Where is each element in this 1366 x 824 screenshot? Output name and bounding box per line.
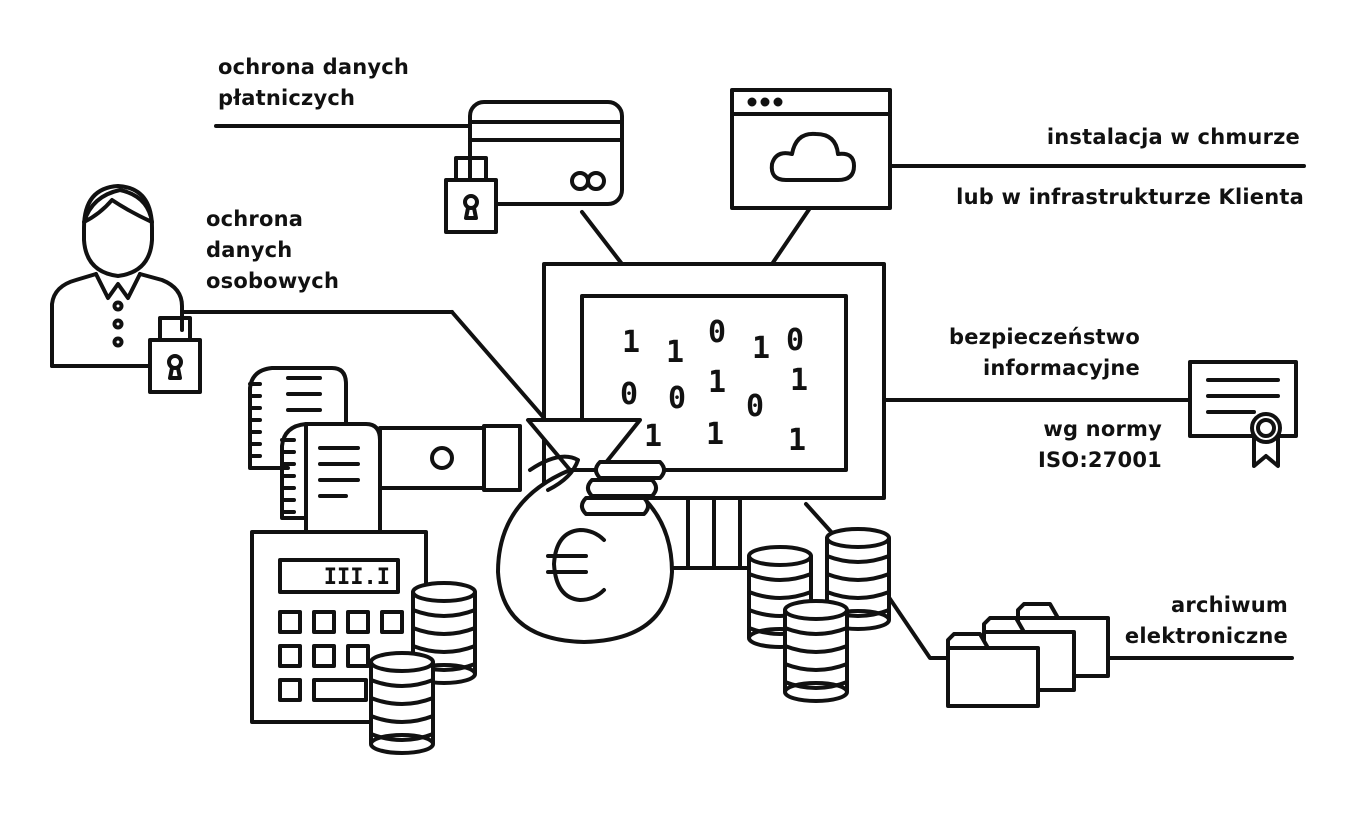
- coin-stack-icon: [783, 599, 849, 703]
- label-archive: archiwum elektroniczne: [1125, 590, 1288, 652]
- calculator-readout: III.I: [324, 565, 390, 590]
- label-line: ochrona: [206, 207, 304, 231]
- binary-digit: 1: [622, 325, 640, 360]
- coin-stack-icon: [369, 651, 435, 755]
- receipt-icon: [280, 422, 382, 534]
- label-info-security: bezpieczeństwo informacyjne: [949, 322, 1140, 384]
- binary-digit: 0: [786, 323, 804, 358]
- browser-window-icon: [730, 88, 892, 210]
- label-personal-protection: ochrona danych osobowych: [206, 204, 339, 297]
- binary-digit: 0: [620, 377, 638, 412]
- hand-icon: [528, 454, 666, 516]
- binary-digit: 0: [746, 389, 764, 424]
- label-cloud-install: instalacja w chmurze: [1046, 125, 1300, 149]
- binary-digit: 1: [666, 335, 684, 370]
- binary-digit: 1: [752, 331, 770, 366]
- label-client-infra: lub w infrastrukturze Klienta: [956, 185, 1304, 209]
- certificate-icon: [1188, 360, 1298, 468]
- binary-digit: 1: [790, 363, 808, 398]
- euro-icon: [546, 528, 606, 602]
- label-line: bezpieczeństwo: [948, 325, 1140, 349]
- label-line: ochrona danych: [218, 55, 410, 79]
- label-line: ISO:27001: [1037, 448, 1162, 472]
- binary-stream: 1 1 0 1 0 0 0 1 0 1 1 1 1: [620, 315, 808, 458]
- binary-digit: 1: [644, 419, 662, 454]
- label-line: elektroniczne: [1124, 624, 1288, 648]
- label-line: archiwum: [1171, 593, 1288, 617]
- label-payment-protection: ochrona danych płatniczych: [218, 52, 409, 114]
- binary-digit: 0: [708, 315, 726, 350]
- label-line: wg normy: [1043, 417, 1162, 441]
- credit-card-icon: [468, 100, 624, 206]
- binary-digit: 0: [668, 381, 686, 416]
- user-icon: [50, 184, 184, 368]
- binary-digit: 1: [708, 365, 726, 400]
- cloud-icon: [769, 131, 856, 182]
- connector-tube: [378, 424, 522, 492]
- padlock-icon: [148, 316, 202, 394]
- label-line: danych: [206, 238, 293, 262]
- binary-digit: 1: [788, 423, 806, 458]
- label-line: informacyjne: [982, 356, 1140, 380]
- receipt-icon: [248, 366, 348, 470]
- binary-digit: 1: [706, 417, 724, 452]
- label-line: płatniczych: [218, 86, 356, 110]
- label-line: osobowych: [206, 269, 340, 293]
- label-iso-norm: wg normy ISO:27001: [1038, 414, 1162, 476]
